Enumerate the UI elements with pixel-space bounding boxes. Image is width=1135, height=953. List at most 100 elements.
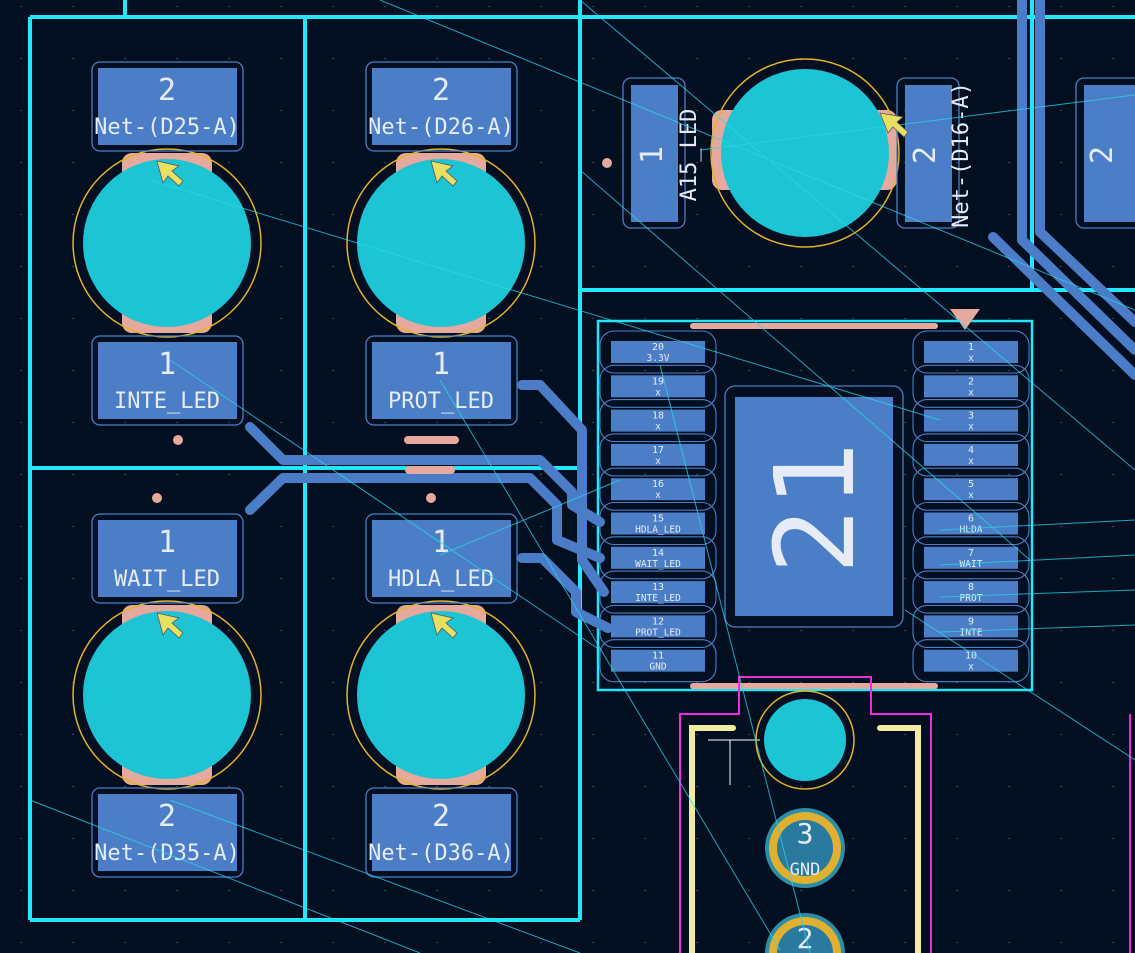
pin-net: x	[968, 490, 974, 501]
cursor-arrow-icon	[156, 612, 184, 639]
pad-number: 2	[797, 922, 814, 953]
ic-pin[interactable]: 17x	[599, 433, 717, 477]
pad-number: 3	[797, 817, 814, 850]
pad-net: Net-(D26-A)	[368, 115, 514, 140]
pin-net: HLDA	[960, 525, 983, 536]
led-body	[83, 611, 251, 779]
pin-net: x	[655, 422, 661, 433]
pad[interactable]	[98, 68, 237, 145]
pad-2[interactable]	[905, 85, 952, 222]
pad[interactable]	[372, 794, 511, 871]
cursor-arrow-icon	[430, 160, 458, 187]
pad-net: Net-(D36-A)	[368, 841, 514, 866]
pad-number: 1	[432, 347, 450, 382]
pin-number: 20	[652, 342, 664, 353]
pad-number: 1	[158, 347, 176, 382]
pad-net: PROT_LED	[388, 389, 494, 414]
led-body	[83, 159, 251, 327]
center-pad[interactable]	[735, 397, 893, 616]
pad-number: 2	[432, 73, 450, 108]
pin-number: 1	[968, 342, 974, 353]
ic-pin[interactable]: 18x	[599, 399, 717, 443]
ic-pin[interactable]: 203.3V	[599, 330, 717, 374]
edge-pad[interactable]	[1084, 85, 1135, 222]
pin-net: x	[968, 353, 974, 364]
center-pad-number: 21	[751, 442, 879, 574]
pin-net: PROT	[960, 593, 983, 604]
cursor-arrows	[156, 112, 909, 639]
ic-pin[interactable]: 16x	[599, 467, 717, 511]
ic-pin[interactable]: 1x	[912, 330, 1030, 374]
pin-net: 3.3V	[647, 353, 670, 364]
pin-number: 19	[652, 376, 664, 387]
pin-number: 18	[652, 411, 664, 422]
pad[interactable]	[372, 68, 511, 145]
pin-number: 14	[652, 548, 664, 559]
pin-net: INTE_LED	[635, 593, 681, 604]
pad-number: 1	[158, 525, 176, 560]
pin-number: 11	[652, 651, 664, 662]
led-footprints: 2Net-(D25-A)1INTE_LED2Net-(D26-A)1PROT_L…	[72, 61, 536, 878]
pad-1[interactable]	[764, 699, 846, 781]
pin-net: x	[655, 490, 661, 501]
pin-number: 15	[652, 514, 664, 525]
pin-net: PROT_LED	[635, 627, 681, 638]
led-footprint-d16[interactable]: 1 A15_LED 2 Net-(D16-A) 2	[622, 58, 1135, 248]
pad[interactable]	[98, 342, 237, 419]
connector-footprint[interactable]: 3 GND 2	[679, 676, 1131, 953]
pad-net: INTE_LED	[114, 389, 220, 414]
pad[interactable]	[98, 520, 237, 597]
ic-pin[interactable]: 3x	[912, 399, 1030, 443]
ratsnest-lines	[29, 0, 1135, 953]
ic-footprint[interactable]: 21 203.3V19x18x17x16x15HDLA_LED14WAIT_LE…	[599, 330, 1030, 683]
pad[interactable]	[372, 520, 511, 597]
pad-number: 2	[908, 146, 943, 164]
pad-number: 2	[158, 73, 176, 108]
pin-number: 10	[965, 651, 977, 662]
pin-number: 7	[968, 548, 974, 559]
pin-number: 4	[968, 445, 974, 456]
led-body	[357, 611, 525, 779]
pin-net: x	[655, 387, 661, 398]
pin-number: 8	[968, 582, 974, 593]
pin-number: 12	[652, 616, 664, 627]
cursor-arrow-icon	[430, 612, 458, 639]
cursor-arrow-icon	[156, 160, 184, 187]
pad-net: A15_LED	[677, 109, 702, 202]
pad-1[interactable]	[631, 85, 678, 222]
pad-net: Net-(D16-A)	[949, 82, 974, 228]
ic-pin[interactable]: 5x	[912, 467, 1030, 511]
ic-pin[interactable]: 4x	[912, 433, 1030, 477]
pin-net: x	[968, 422, 974, 433]
pad-number: 2	[158, 799, 176, 834]
ic-pin[interactable]: 19x	[599, 364, 717, 408]
pad-net: Net-(D25-A)	[94, 115, 240, 140]
pad-number: 1	[635, 146, 670, 164]
pin-number: 9	[968, 616, 974, 627]
pad-net: WAIT_LED	[114, 567, 220, 592]
pad[interactable]	[372, 342, 511, 419]
pin-net: INTE	[960, 627, 983, 638]
pin-net: x	[655, 456, 661, 467]
ic-pin[interactable]: 10x	[912, 639, 1030, 683]
ic-pin[interactable]: 2x	[912, 364, 1030, 408]
pad-number: 2	[432, 799, 450, 834]
pad[interactable]	[98, 794, 237, 871]
pin-number: 6	[968, 514, 974, 525]
pin-net: x	[968, 456, 974, 467]
copper-traces	[245, 0, 1135, 633]
pin-number: 16	[652, 479, 664, 490]
